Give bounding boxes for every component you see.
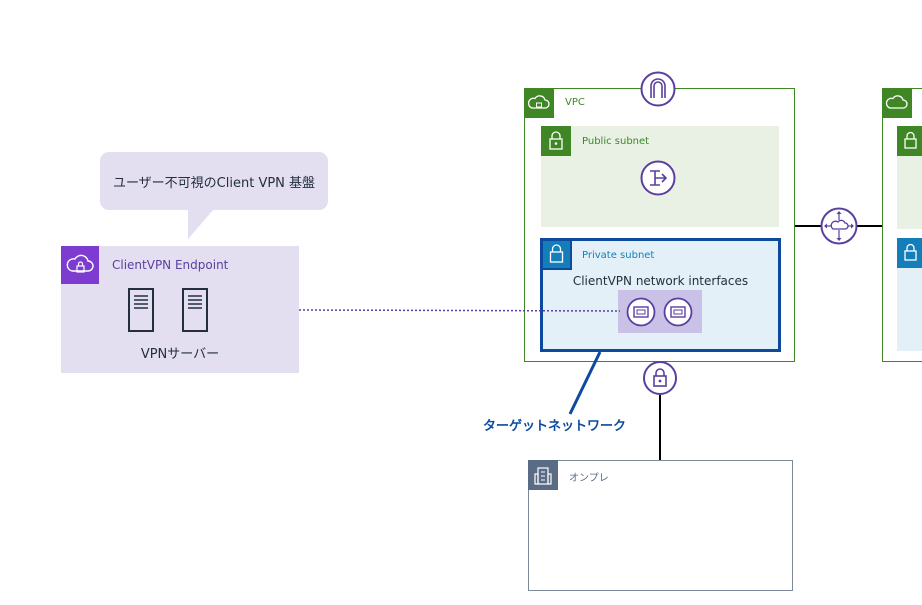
- server-icon: [128, 288, 154, 336]
- transit-gateway-icon: [820, 207, 858, 249]
- private-subnet-label: Private subnet: [582, 250, 655, 261]
- network-interface-icon: [663, 297, 693, 331]
- network-interface-icon: [626, 297, 656, 331]
- vpc-label: VPC: [565, 97, 585, 108]
- subnet-lock-icon: [541, 239, 572, 270]
- endpoint-title: ClientVPN Endpoint: [112, 258, 229, 272]
- subnet-lock-icon: [897, 238, 922, 268]
- onprem-group: [528, 460, 793, 591]
- vpn-gateway-icon: [642, 360, 678, 400]
- vpn-server-label: VPNサーバー: [140, 347, 220, 362]
- callout-tail: [188, 209, 214, 239]
- callout-bubble: [100, 152, 328, 210]
- target-network-pointer: [568, 351, 602, 415]
- clientvpn-endpoint-box: [61, 246, 299, 373]
- vpc-cloud-icon: [882, 88, 912, 118]
- server-icon: [182, 288, 208, 336]
- endpoint-to-eni-line: [298, 309, 621, 312]
- public-subnet-label: Public subnet: [582, 136, 650, 147]
- target-network-label: ターゲットネットワーク: [483, 419, 627, 434]
- corporate-building-icon: [528, 460, 558, 490]
- subnet-lock-icon: [541, 126, 571, 156]
- cloud-lock-icon: [61, 246, 99, 284]
- vpc-cloud-icon: [524, 88, 554, 118]
- subnet-lock-icon: [897, 126, 922, 156]
- nat-gateway-icon: [640, 160, 676, 200]
- onprem-label: オンプレ: [569, 473, 609, 484]
- callout-text: ユーザー不可視のClient VPN 基盤: [112, 175, 316, 191]
- internet-gateway-icon: [640, 71, 676, 111]
- eni-label: ClientVPN network interfaces: [572, 274, 749, 288]
